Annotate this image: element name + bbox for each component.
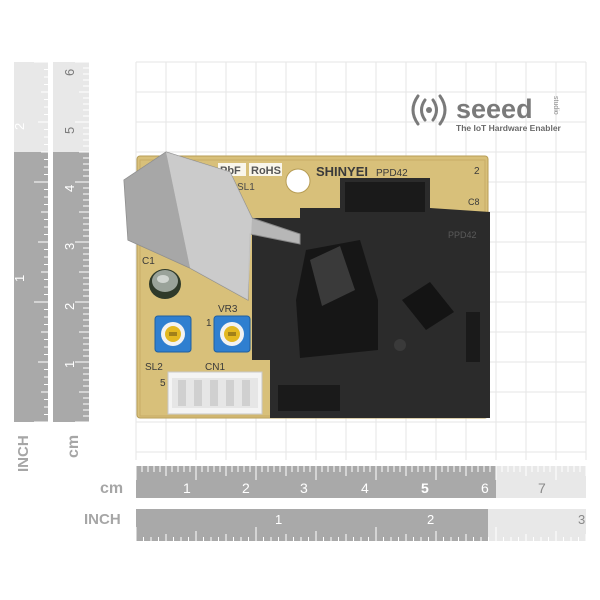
horizontal-cm-mark-3: 3: [300, 480, 308, 496]
vertical-cm-ruler: 1 2 3 4 5 6: [53, 61, 89, 423]
maker-label: SHINYEI: [316, 164, 368, 179]
vertical-cm-mark-2: 2: [62, 303, 77, 310]
vertical-inch-mark-1: 1: [12, 275, 27, 282]
pin5-label: 5: [160, 378, 166, 389]
c1-label: C1: [142, 256, 155, 267]
horizontal-cm-ruler: 1 2 3 4 5 6 7: [135, 466, 587, 498]
vertical-cm-mark-4: 4: [62, 185, 77, 192]
vr3-label: VR3: [218, 304, 238, 315]
mounting-hole: [285, 168, 311, 194]
pin1-label: 1: [206, 318, 212, 329]
sensor-housing: PPD42: [252, 178, 490, 418]
vertical-cm-mark-3: 3: [62, 243, 77, 250]
sl2-label: SL2: [145, 362, 163, 373]
horizontal-cm-mark-7: 7: [538, 480, 546, 496]
horizontal-cm-mark-6: 6: [481, 480, 489, 496]
horizontal-inch-mark-1: 1: [275, 512, 282, 527]
model-label: PPD42: [376, 168, 408, 179]
horizontal-cm-mark-5: 5: [421, 480, 429, 496]
vertical-cm-label: cm: [65, 435, 82, 458]
connector-cn1: [167, 371, 263, 415]
trimpot-vr3: [213, 315, 251, 353]
seeed-logo: seeed studio The IoT Hardware Enabler: [411, 94, 562, 133]
seeed-logo-wordmark: seeed: [456, 94, 533, 124]
vertical-inch-ruler: 1 2: [12, 61, 48, 423]
metal-shield: [123, 151, 301, 301]
vertical-cm-mark-6: 6: [62, 69, 77, 76]
vertical-inch-label: INCH: [15, 435, 32, 472]
cn1-label: CN1: [205, 362, 225, 373]
horizontal-inch-ruler: 1 2 3: [135, 509, 587, 541]
horizontal-inch-label: INCH: [84, 511, 121, 528]
horizontal-inch-mark-3: 3: [578, 512, 585, 527]
vertical-inch-mark-2: 2: [12, 123, 27, 130]
sl1-label: SL1: [237, 182, 255, 193]
c8-label: C8: [468, 197, 480, 207]
horizontal-cm-mark-4: 4: [361, 480, 369, 496]
horizontal-cm-mark-1: 1: [183, 480, 191, 496]
horizontal-inch-mark-2: 2: [427, 512, 434, 527]
trimpot-sl2: [154, 315, 192, 353]
seeed-logo-suffix: studio: [552, 96, 559, 115]
capacitor-c1: [149, 269, 181, 299]
rohs-label: RoHS: [251, 165, 281, 177]
pin2-label: 2: [474, 166, 480, 177]
vertical-cm-mark-1: 1: [62, 361, 77, 368]
seeed-logo-icon: [411, 94, 447, 126]
dust-sensor-module: PbF RoHS SL1 SHINYEI PPD42 2 C8 C1 VR3 1…: [123, 151, 490, 419]
vertical-cm-mark-5: 5: [62, 127, 77, 134]
horizontal-cm-label: cm: [100, 480, 123, 497]
housing-model-label: PPD42: [448, 230, 477, 240]
seeed-logo-tagline: The IoT Hardware Enabler: [456, 123, 562, 133]
horizontal-cm-mark-2: 2: [242, 480, 250, 496]
